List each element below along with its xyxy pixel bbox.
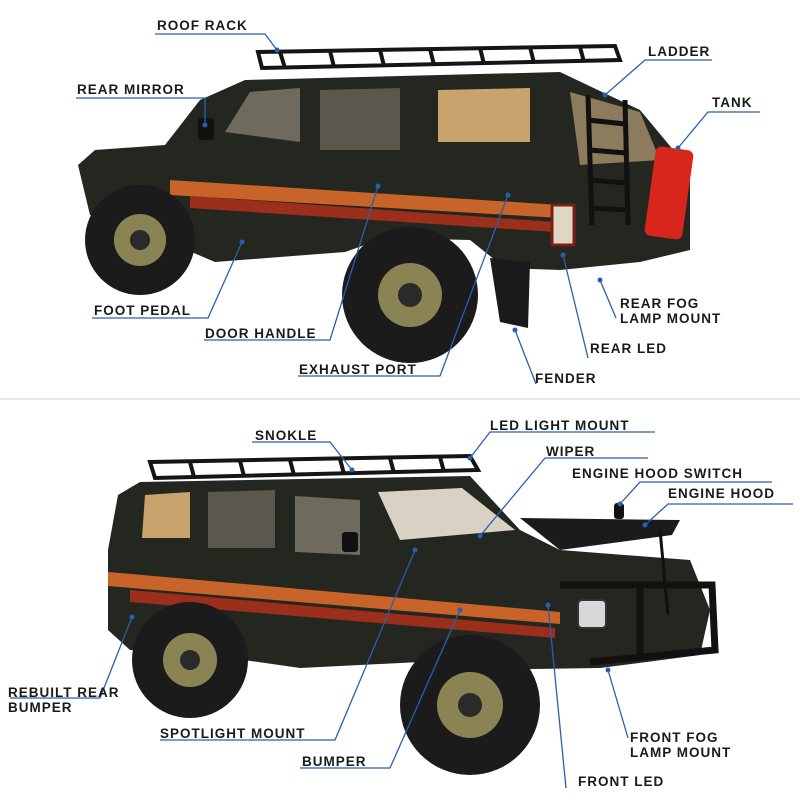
roof-rack-front — [147, 453, 482, 481]
label-exhaust-port: EXHAUST PORT — [299, 362, 417, 377]
rear-mirror — [198, 118, 214, 140]
front-bull-bar — [560, 581, 719, 666]
label-bumper: BUMPER — [302, 754, 367, 769]
label-engine-hood-switch: ENGINE HOOD SWITCH — [572, 466, 744, 481]
side-stripes-front — [108, 572, 560, 638]
label-rear-fog-line2: LAMP MOUNT — [620, 311, 722, 326]
jerry-can-tank — [644, 146, 694, 240]
label-rear-fog-line1: REAR FOG — [620, 296, 700, 311]
label-wiper: WIPER — [546, 444, 596, 459]
label-spotlight-mount: SPOTLIGHT MOUNT — [160, 726, 306, 741]
side-stripes — [170, 180, 560, 232]
rear-view-wheels — [85, 185, 478, 363]
label-snokle: SNOKLE — [255, 428, 318, 443]
mudflap-fender — [490, 258, 530, 328]
label-fender: FENDER — [535, 371, 597, 386]
side-windows-front — [142, 488, 515, 555]
roof-rack — [255, 43, 623, 71]
engine-hood-switch — [614, 503, 624, 519]
label-ladder: LADDER — [648, 44, 711, 59]
panel-divider — [0, 398, 800, 400]
bottom-leader-lines — [10, 431, 793, 789]
side-windows — [225, 88, 660, 165]
rear-ladder — [585, 94, 631, 226]
open-engine-hood — [520, 518, 680, 550]
label-rebuilt-rear-line2: BUMPER — [8, 700, 73, 715]
label-front-fog-line1: FRONT FOG — [630, 730, 719, 745]
label-door-handle: DOOR HANDLE — [205, 326, 317, 341]
front-led-light — [577, 599, 607, 629]
front-view-truck-illustration — [10, 431, 793, 789]
front-view-panel: SNOKLE LED LIGHT MOUNT WIPER ENGINE HOOD… — [0, 400, 800, 800]
rear-view-truck-illustration — [76, 33, 760, 385]
label-rebuilt-rear-line1: REBUILT REAR — [8, 685, 120, 700]
label-foot-pedal: FOOT PEDAL — [94, 303, 191, 318]
label-front-fog-lamp-mount: FRONT FOG LAMP MOUNT — [630, 730, 731, 760]
label-rear-led: REAR LED — [590, 341, 668, 356]
label-rear-fog-lamp-mount: REAR FOG LAMP MOUNT — [620, 296, 721, 326]
top-leader-lines — [76, 33, 760, 385]
front-view-wheels — [132, 602, 540, 775]
rear-led-light — [550, 203, 576, 247]
spotlight-mount — [342, 532, 358, 552]
label-rebuilt-rear-bumper: REBUILT REAR BUMPER — [8, 685, 120, 715]
label-engine-hood: ENGINE HOOD — [668, 486, 776, 501]
label-rear-mirror: REAR MIRROR — [77, 82, 185, 97]
label-led-light-mount: LED LIGHT MOUNT — [490, 418, 630, 433]
truck-body — [78, 72, 690, 270]
label-tank: TANK — [712, 95, 753, 110]
label-front-fog-line2: LAMP MOUNT — [630, 745, 732, 760]
label-front-led: FRONT LED — [578, 774, 665, 789]
label-roof-rack: ROOF RACK — [157, 18, 248, 33]
rear-view-panel: ROOF RACK LADDER REAR MIRROR TANK FOOT P… — [76, 18, 760, 386]
